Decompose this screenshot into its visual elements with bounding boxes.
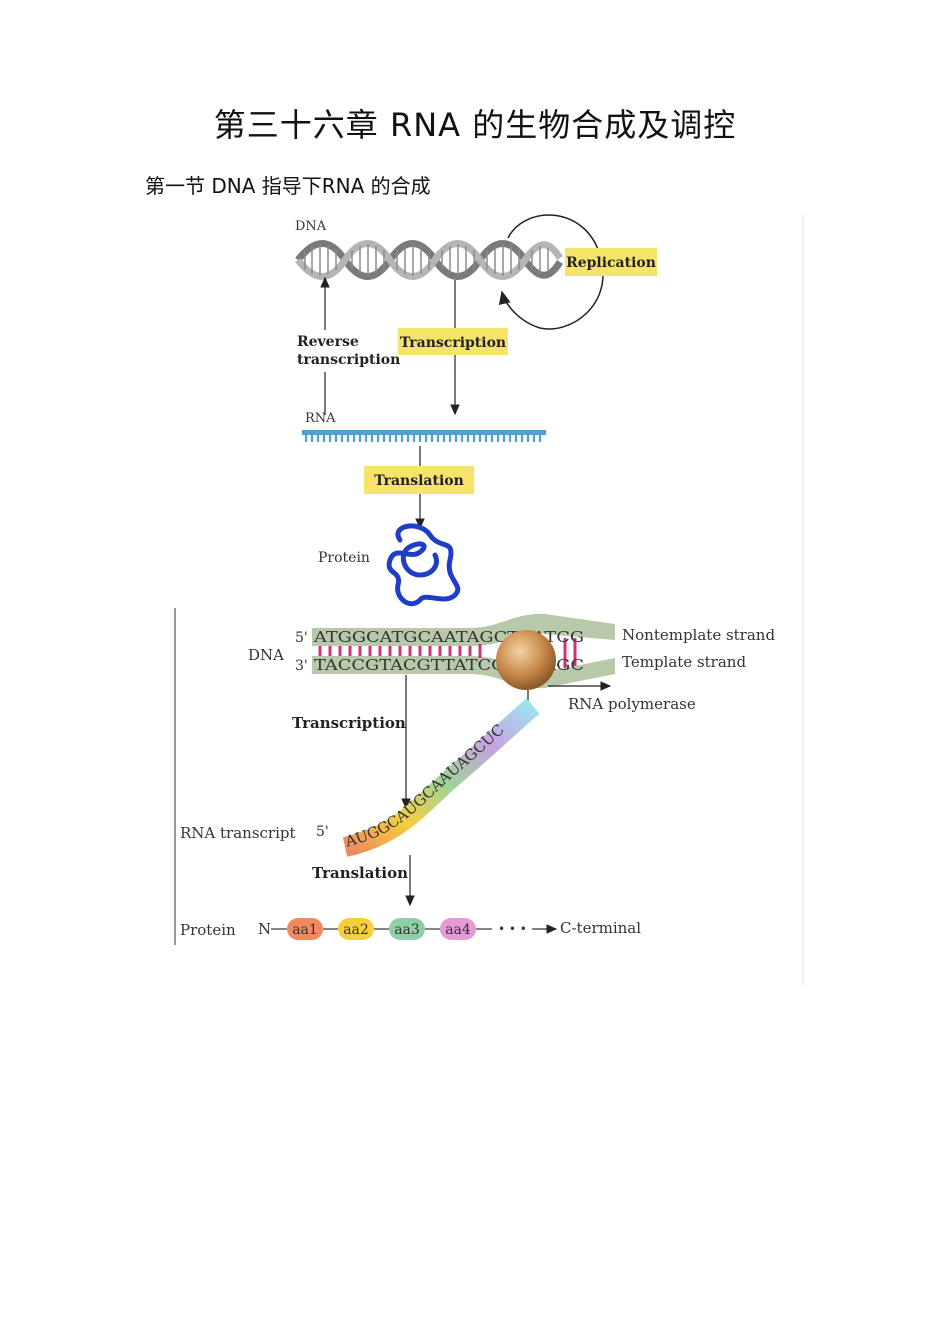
amino-acid-1-label: aa1 bbox=[292, 922, 318, 938]
replication-label: Replication bbox=[566, 255, 656, 271]
five-prime-label: 5' bbox=[295, 630, 308, 646]
nontemplate-strand bbox=[312, 613, 615, 646]
page-title: 第三十六章 RNA 的生物合成及调控 bbox=[213, 106, 737, 144]
transcription-label: Transcription bbox=[400, 335, 506, 351]
nontemplate-strand-label: Nontemplate strand bbox=[622, 626, 775, 644]
amino-acid-1: aa1 bbox=[287, 918, 323, 940]
chain-ellipsis: • • • bbox=[498, 922, 527, 936]
translation-label: Translation bbox=[374, 473, 464, 489]
rna-transcript-ribbon bbox=[342, 698, 540, 857]
protein-label: Protein bbox=[318, 550, 370, 566]
rna-sequence-text: AUGGCAUGCAAUAGCUC bbox=[343, 720, 508, 850]
amino-acid-4: aa4 bbox=[440, 918, 476, 940]
rna-polymerase-label: RNA polymerase bbox=[568, 695, 696, 713]
rna-strand bbox=[302, 430, 546, 442]
rna-polymerase-icon bbox=[496, 630, 556, 690]
rna-label: RNA bbox=[305, 411, 336, 426]
base-pair-rungs bbox=[318, 638, 577, 668]
translation-label-2: Translation bbox=[312, 864, 408, 882]
amino-acid-2: aa2 bbox=[338, 918, 374, 940]
protein-blob-icon bbox=[386, 523, 461, 607]
rna-five-prime-label: 5' bbox=[316, 824, 329, 840]
n-terminus-label: N bbox=[258, 920, 271, 938]
replication-arrow bbox=[498, 214, 604, 330]
transcription-label-2: Transcription bbox=[292, 714, 406, 732]
reverse-label-line2: transcription bbox=[297, 352, 400, 368]
dna-label: DNA bbox=[295, 219, 327, 234]
replication-box bbox=[565, 248, 657, 276]
amino-acid-3-label: aa3 bbox=[394, 922, 420, 938]
dna-label-2: DNA bbox=[248, 646, 284, 664]
reverse-label-line1: Reverse bbox=[297, 334, 359, 350]
transcription-box bbox=[398, 328, 508, 355]
figure-central-dogma: DNA Replic bbox=[294, 214, 804, 985]
amino-acid-3: aa3 bbox=[389, 918, 425, 940]
rna-transcript-label: RNA transcript bbox=[180, 824, 296, 842]
figure-transcription-translation: DNA 5' 3' ATGGCATGCAATAGCTCATCG TACCGTAC… bbox=[174, 608, 775, 945]
section-heading: 第一节 DNA 指导下RNA 的合成 bbox=[145, 174, 431, 198]
dna-helix bbox=[295, 240, 563, 280]
c-terminal-label: C-terminal bbox=[560, 919, 641, 937]
three-prime-label: 3' bbox=[295, 658, 308, 674]
rna-sequence: AUGGCAUGCAAUAGCUC bbox=[343, 720, 508, 850]
protein-label-2: Protein bbox=[180, 921, 236, 939]
amino-acid-2-label: aa2 bbox=[343, 922, 369, 938]
template-strand-label: Template strand bbox=[622, 653, 746, 671]
translation-box bbox=[364, 466, 474, 494]
amino-acid-4-label: aa4 bbox=[445, 922, 471, 938]
